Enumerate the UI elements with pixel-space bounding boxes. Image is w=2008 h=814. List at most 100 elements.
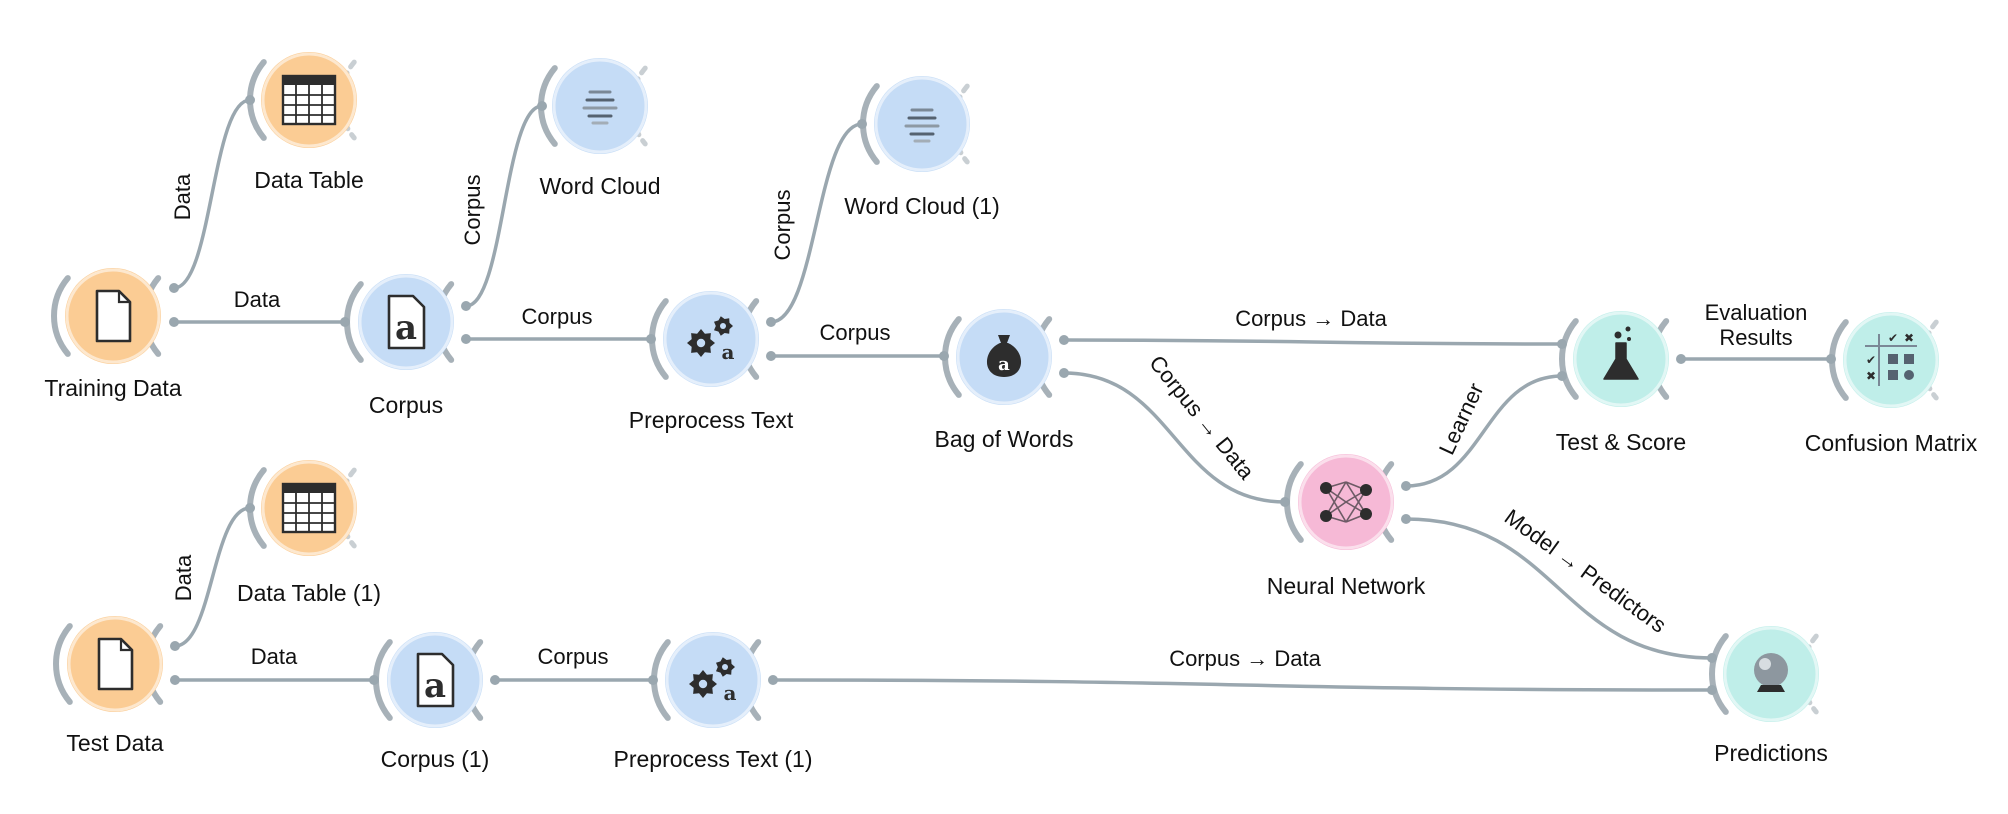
node-circle[interactable] xyxy=(552,58,648,154)
input-anchor-dot xyxy=(369,675,379,685)
link-label: Corpus xyxy=(522,304,593,329)
link-preprocess-text-1-to-predictions[interactable] xyxy=(771,678,1714,692)
node-predictions[interactable]: Predictions xyxy=(1709,626,1828,766)
input-anchor-dot xyxy=(340,317,350,327)
node-data-table[interactable]: Data Table xyxy=(247,52,364,193)
input-anchor-dot xyxy=(537,101,547,111)
node-label: Confusion Matrix xyxy=(1805,430,1978,456)
output-anchor-dot xyxy=(1676,354,1686,364)
svg-text:a: a xyxy=(395,308,417,348)
node-data-table-1[interactable]: Data Table (1) xyxy=(237,460,381,606)
node-circle[interactable] xyxy=(874,76,970,172)
input-anchor-dot xyxy=(1557,339,1567,349)
node-label: Word Cloud (1) xyxy=(844,193,1000,219)
corpus-icon: a xyxy=(387,294,426,350)
output-anchor-dot xyxy=(170,675,180,685)
input-anchor-dot xyxy=(245,95,255,105)
input-channel-arc[interactable] xyxy=(1709,633,1729,715)
link-neural-network-to-test-score[interactable] xyxy=(1404,374,1564,488)
link-label: Corpus → Data xyxy=(1144,350,1259,484)
input-anchor-dot xyxy=(1557,371,1567,381)
node-test-data[interactable]: Test Data xyxy=(53,616,164,756)
node-circle[interactable] xyxy=(665,632,761,728)
input-anchor-dot xyxy=(1707,653,1717,663)
node-word-cloud[interactable]: Word Cloud xyxy=(538,58,661,199)
input-channel-arc[interactable] xyxy=(51,275,71,357)
neural-network-icon xyxy=(1320,481,1372,523)
input-anchor-dot xyxy=(648,675,658,685)
node-training-data[interactable]: Training Data xyxy=(44,268,182,401)
link-test-data-to-data-table-1[interactable] xyxy=(173,506,252,648)
output-anchor-dot xyxy=(766,351,776,361)
link-label: Corpus → Data xyxy=(1235,306,1387,331)
links-layer xyxy=(172,98,1833,692)
node-label: Test & Score xyxy=(1556,429,1686,455)
svg-text:✖: ✖ xyxy=(1904,331,1914,345)
output-anchor-dot xyxy=(1401,514,1411,524)
svg-text:✔: ✔ xyxy=(1866,353,1876,367)
svg-text:a: a xyxy=(722,340,735,364)
output-anchor-dot xyxy=(1401,481,1411,491)
link-bag-of-words-to-neural-network[interactable] xyxy=(1062,371,1287,504)
output-anchor-dot xyxy=(1059,335,1069,345)
output-anchor-dot xyxy=(169,317,179,327)
output-anchor-dot xyxy=(766,317,776,327)
output-anchor-dot xyxy=(768,675,778,685)
input-anchor-dot xyxy=(1826,354,1836,364)
link-training-data-to-data-table[interactable] xyxy=(172,98,252,290)
output-anchor-dot xyxy=(170,641,180,651)
output-anchor-dot xyxy=(1059,368,1069,378)
input-anchor-dot xyxy=(245,503,255,513)
link-neural-network-to-predictions[interactable] xyxy=(1404,517,1714,660)
input-anchor-dot xyxy=(1707,685,1717,695)
input-anchor-dot xyxy=(857,119,867,129)
gears-icon: a xyxy=(689,657,737,705)
link-label: Learner xyxy=(1434,379,1489,458)
node-confusion-matrix[interactable]: ✔ ✖ ✔ ✖ Confusion Matrix xyxy=(1805,312,1978,456)
input-anchor-dot xyxy=(646,334,656,344)
crystal-ball-icon xyxy=(1754,653,1788,692)
link-label: Data xyxy=(171,554,196,601)
link-preprocess-text-to-word-cloud-1[interactable] xyxy=(769,122,864,324)
output-anchor-dot xyxy=(461,301,471,311)
output-anchor-dot xyxy=(169,283,179,293)
matrix-icon: ✔ ✖ ✔ ✖ xyxy=(1865,331,1917,386)
input-anchor-dot xyxy=(1280,497,1290,507)
input-channel-arc[interactable] xyxy=(1559,318,1579,400)
input-anchor-dot xyxy=(939,351,949,361)
output-anchor-dot xyxy=(461,334,471,344)
table-icon xyxy=(281,482,337,534)
link-corpus-to-word-cloud[interactable] xyxy=(464,104,544,308)
flask-icon xyxy=(1603,326,1639,380)
node-test-score[interactable]: Test & Score xyxy=(1556,311,1686,455)
node-word-cloud-1[interactable]: Word Cloud (1) xyxy=(844,76,1000,219)
node-circle[interactable] xyxy=(663,291,759,387)
svg-text:✔: ✔ xyxy=(1888,331,1898,345)
word-cloud-icon xyxy=(582,90,618,125)
node-label: Word Cloud xyxy=(539,173,660,199)
link-label: Corpus → Data xyxy=(1169,646,1321,671)
file-icon xyxy=(97,637,134,691)
table-icon xyxy=(281,74,337,126)
node-label: Predictions xyxy=(1714,740,1828,766)
svg-text:✖: ✖ xyxy=(1866,369,1876,383)
node-label: Corpus (1) xyxy=(381,746,490,772)
svg-text:a: a xyxy=(724,681,737,705)
node-label: Corpus xyxy=(369,392,443,418)
node-label: Training Data xyxy=(44,375,181,401)
corpus-icon: a xyxy=(416,652,455,708)
node-neural-network[interactable]: Neural Network xyxy=(1267,454,1426,599)
gears-icon: a xyxy=(687,316,735,364)
link-label: Corpus xyxy=(460,175,485,246)
input-channel-arc[interactable] xyxy=(53,623,73,705)
link-bag-of-words-to-test-score[interactable] xyxy=(1062,338,1564,346)
word-cloud-icon xyxy=(904,108,940,143)
